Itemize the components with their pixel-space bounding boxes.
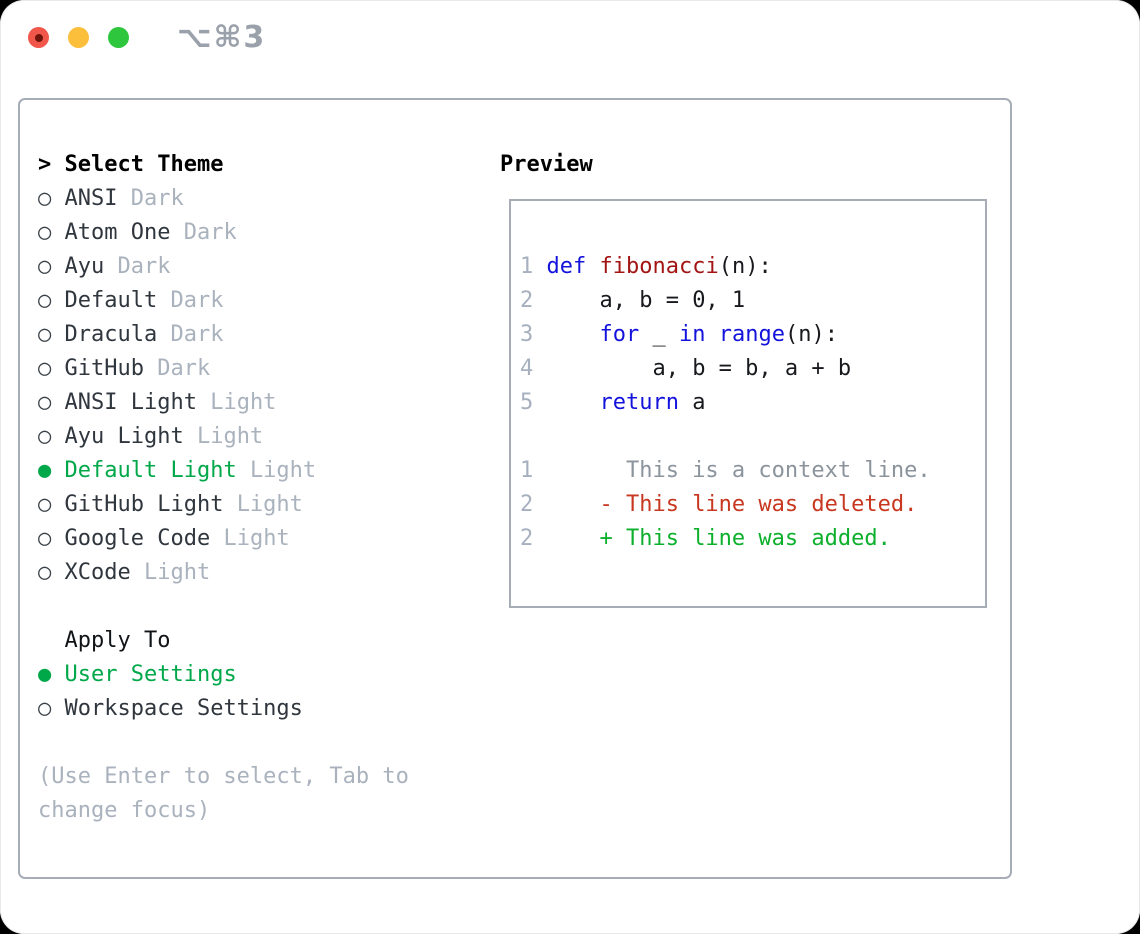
apply-option-workspace-settings[interactable]: ○ Workspace Settings bbox=[38, 696, 303, 721]
theme-option-github-light[interactable]: ○ GitHub Light Light bbox=[38, 492, 303, 517]
spacer-row bbox=[38, 726, 409, 760]
theme-option-google-code-light[interactable]: ○ Google Code Light bbox=[38, 526, 290, 551]
apply-option-user-settings-selected[interactable]: ● User Settings bbox=[38, 662, 237, 687]
theme-list-heading: > Select Theme bbox=[38, 152, 224, 177]
theme-option-ayu-light[interactable]: ○ Ayu Light Light bbox=[38, 424, 264, 449]
minimize-button[interactable] bbox=[68, 27, 89, 48]
titlebar: ⌥⌘3 bbox=[28, 20, 267, 55]
diff-deleted-line: 2 - This line was deleted. bbox=[520, 492, 918, 517]
preview-box: 1 def fibonacci(n): 2 a, b = 0, 1 3 for … bbox=[509, 199, 987, 608]
code-line-1: 1 def fibonacci(n): bbox=[520, 254, 772, 279]
window-shortcut-label: ⌥⌘3 bbox=[177, 20, 267, 55]
theme-option-dracula-dark[interactable]: ○ Dracula Dark bbox=[38, 322, 224, 347]
code-line-2: 2 a, b = 0, 1 bbox=[520, 288, 746, 313]
theme-option-ansi-dark[interactable]: ○ ANSI Dark bbox=[38, 186, 184, 211]
preview-heading: Preview bbox=[500, 152, 593, 177]
diff-added-line: 2 + This line was added. bbox=[520, 526, 891, 551]
diff-context-line: 1 This is a context line. bbox=[520, 458, 931, 483]
code-line-5: 5 return a bbox=[520, 390, 706, 415]
close-modified-dot-icon bbox=[34, 33, 43, 42]
zoom-button[interactable] bbox=[108, 27, 129, 48]
code-line-4: 4 a, b = b, a + b bbox=[520, 356, 852, 381]
theme-option-default-dark[interactable]: ○ Default Dark bbox=[38, 288, 224, 313]
spacer-row bbox=[38, 590, 409, 624]
theme-option-default-light-selected[interactable]: ● Default Light Light bbox=[38, 458, 317, 483]
code-line-3: 3 for _ in range(n): bbox=[520, 322, 838, 347]
theme-option-ayu-dark[interactable]: ○ Ayu Dark bbox=[38, 254, 171, 279]
theme-list: > Select Theme ○ ANSI Dark ○ Atom One Da… bbox=[38, 148, 409, 828]
theme-option-github-dark[interactable]: ○ GitHub Dark bbox=[38, 356, 211, 381]
spacer-row bbox=[520, 420, 985, 454]
theme-option-xcode-light[interactable]: ○ XCode Light bbox=[38, 560, 211, 585]
apply-to-heading: Apply To bbox=[64, 628, 171, 653]
close-button[interactable] bbox=[28, 27, 49, 48]
theme-settings-panel: > Select Theme ○ ANSI Dark ○ Atom One Da… bbox=[18, 98, 1012, 879]
hint-line-1: (Use Enter to select, Tab to bbox=[38, 764, 409, 789]
theme-option-ansi-light[interactable]: ○ ANSI Light Light bbox=[38, 390, 277, 415]
hint-line-2: change focus) bbox=[38, 798, 211, 823]
theme-option-atom-one-dark[interactable]: ○ Atom One Dark bbox=[38, 220, 237, 245]
